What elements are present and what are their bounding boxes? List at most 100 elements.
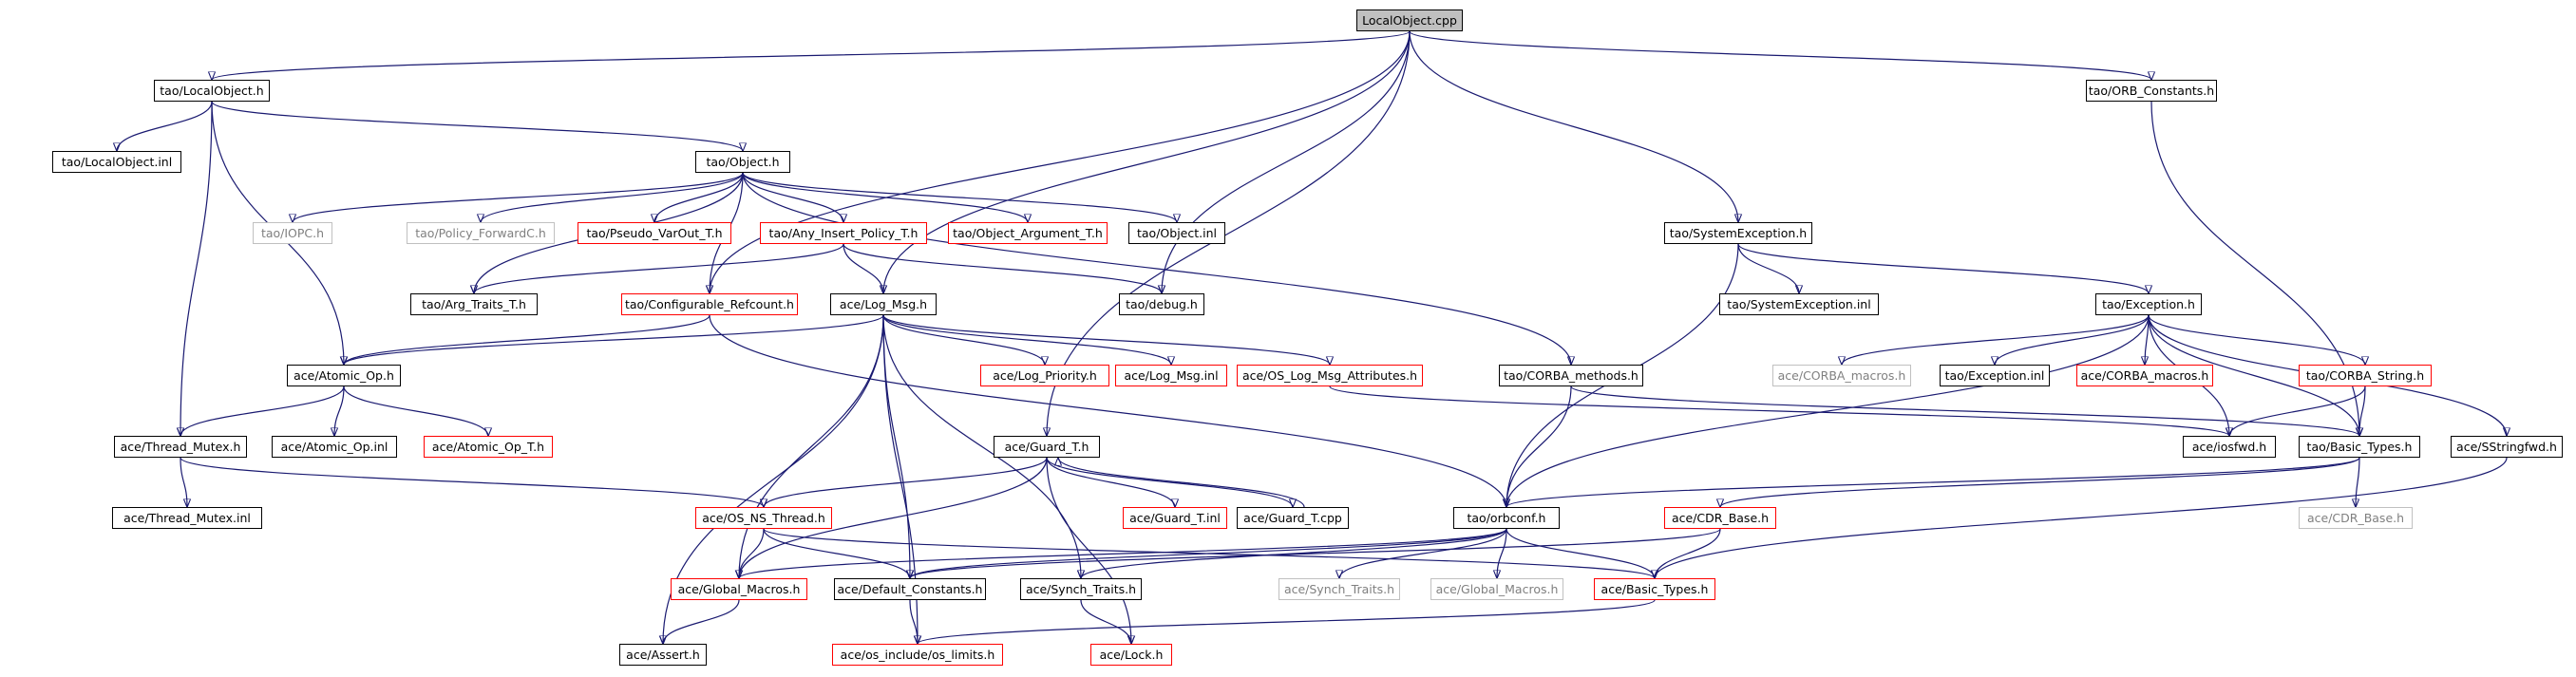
edge-ace-log-msg-h-to-ace-synch-traits-h xyxy=(882,314,1081,578)
node-tao-systemexception-h[interactable]: tao/SystemException.h xyxy=(1664,222,1812,244)
edge-tao-any-insert-policy-t-h-to-ace-log-msg-h xyxy=(843,243,883,293)
node-ace-corba-macros-h-grey[interactable]: ace/CORBA_macros.h xyxy=(1772,365,1911,386)
node-tao-localobject-inl[interactable]: tao/LocalObject.inl xyxy=(52,151,181,173)
edge-tao-orbconf-h-to-ace-global-macros-h-grey xyxy=(1497,528,1507,578)
edge-ace-os-ns-thread-h-to-ace-default-constants-h xyxy=(763,528,910,578)
node-tao-exception-h[interactable]: tao/Exception.h xyxy=(2095,293,2202,315)
node-tao-corba-methods-h[interactable]: tao/CORBA_methods.h xyxy=(1499,365,1643,386)
edge-ace-guard-t-h-to-ace-guard-t-inl xyxy=(1046,457,1175,507)
edge-ace-os-log-msg-attributes-h-to-ace-iosfwd-h xyxy=(1329,386,2229,436)
node-ace-os-log-msg-attributes-h[interactable]: ace/OS_Log_Msg_Attributes.h xyxy=(1237,365,1423,386)
edge-ace-guard-t-h-to-ace-global-macros-h-red xyxy=(739,457,1048,578)
node-ace-corba-macros-h-red[interactable]: ace/CORBA_macros.h xyxy=(2076,365,2213,386)
edge-tao-object-h-to-tao-pseudo-varout-t-h xyxy=(654,172,744,222)
edge-tao-exception-h-to-tao-corba-string-h xyxy=(2148,314,2365,365)
edge-tao-basic-types-h-to-tao-orbconf-h xyxy=(1506,457,2360,507)
node-tao-object-argument-t-h[interactable]: tao/Object_Argument_T.h xyxy=(948,222,1108,244)
edge-tao-orbconf-h-to-ace-synch-traits-h-grey xyxy=(1339,528,1507,578)
edge-ace-log-msg-h-to-ace-atomic-op-h xyxy=(344,314,884,365)
node-tao-basic-types-h[interactable]: tao/Basic_Types.h xyxy=(2299,436,2420,458)
node-ace-synch-traits-h[interactable]: ace/Synch_Traits.h xyxy=(1020,578,1142,600)
edge-ace-guard-t-h-to-ace-guard-t-cpp xyxy=(1046,457,1293,507)
node-ace-cdr-base-h[interactable]: ace/CDR_Base.h xyxy=(1664,507,1776,529)
edge-tao-systemexception-h-to-tao-exception-h xyxy=(1737,243,2149,293)
node-tao-configurable-refcount-h[interactable]: tao/Configurable_Refcount.h xyxy=(621,293,798,315)
edge-tao-orbconf-h-to-ace-basic-types-h xyxy=(1506,528,1655,578)
edge-ace-atomic-op-h-to-ace-atomic-op-t-h xyxy=(343,386,488,436)
node-ace-thread-mutex-h[interactable]: ace/Thread_Mutex.h xyxy=(114,436,247,458)
node-ace-sstringfwd-h[interactable]: ace/SStringfwd.h xyxy=(2451,436,2563,458)
edge-tao-object-h-to-tao-object-argument-t-h xyxy=(742,172,1028,222)
edge-tao-basic-types-h-to-ace-cdr-base-h xyxy=(1720,457,2360,507)
edge-ace-guard-t-h-to-ace-lock-h xyxy=(1046,457,1131,644)
edge-tao-any-insert-policy-t-h-to-tao-debug-h xyxy=(843,243,1162,293)
node-ace-iosfwd-h[interactable]: ace/iosfwd.h xyxy=(2183,436,2276,458)
edge-localobject-cpp-to-tao-orb-constants-h xyxy=(1409,30,2151,80)
edge-tao-orbconf-h-to-ace-global-macros-h-red xyxy=(739,528,1507,578)
edge-ace-atomic-op-h-to-ace-thread-mutex-h xyxy=(180,386,345,436)
node-ace-log-msg-h[interactable]: ace/Log_Msg.h xyxy=(830,293,937,315)
edge-tao-orbconf-h-to-ace-default-constants-h xyxy=(910,528,1507,578)
node-ace-atomic-op-inl[interactable]: ace/Atomic_Op.inl xyxy=(272,436,397,458)
node-ace-basic-types-h[interactable]: ace/Basic_Types.h xyxy=(1594,578,1715,600)
node-tao-object-h[interactable]: tao/Object.h xyxy=(695,151,790,173)
edge-tao-exception-h-to-tao-basic-types-h xyxy=(2148,314,2359,436)
edge-tao-object-h-to-tao-any-insert-policy-t-h xyxy=(742,172,843,222)
edge-tao-localobject-h-to-ace-thread-mutex-h xyxy=(180,101,213,436)
edge-localobject-cpp-to-ace-guard-t-h xyxy=(1047,30,1411,436)
edge-localobject-cpp-to-tao-systemexception-h xyxy=(1409,30,1738,222)
node-tao-arg-traits-t-h[interactable]: tao/Arg_Traits_T.h xyxy=(410,293,538,315)
edge-ace-cdr-base-h-to-ace-default-constants-h xyxy=(910,528,1721,578)
node-tao-policy-forwardc-h[interactable]: tao/Policy_ForwardC.h xyxy=(407,222,555,244)
edge-tao-object-h-to-tao-iopc-h xyxy=(293,172,744,222)
edge-tao-corba-methods-h-to-tao-basic-types-h xyxy=(1570,386,2359,436)
node-tao-any-insert-policy-t-h[interactable]: tao/Any_Insert_Policy_T.h xyxy=(760,222,927,244)
node-tao-exception-inl[interactable]: tao/Exception.inl xyxy=(1940,365,2050,386)
edge-ace-basic-types-h-to-ace-os-include-os-limits-h xyxy=(918,599,1656,644)
node-ace-guard-t-cpp[interactable]: ace/Guard_T.cpp xyxy=(1237,507,1349,529)
edge-tao-any-insert-policy-t-h-to-tao-arg-traits-t-h xyxy=(474,243,844,293)
node-tao-systemexception-inl[interactable]: tao/SystemException.inl xyxy=(1719,293,1879,315)
node-ace-os-ns-thread-h[interactable]: ace/OS_NS_Thread.h xyxy=(695,507,832,529)
node-ace-log-msg-inl[interactable]: ace/Log_Msg.inl xyxy=(1115,365,1227,386)
edge-tao-basic-types-h-to-ace-cdr-base-h-grey xyxy=(2356,457,2360,507)
node-ace-thread-mutex-inl[interactable]: ace/Thread_Mutex.inl xyxy=(112,507,262,529)
node-ace-guard-t-h[interactable]: ace/Guard_T.h xyxy=(994,436,1100,458)
edge-ace-log-msg-h-to-ace-default-constants-h xyxy=(882,314,910,578)
node-ace-os-include-os-limits-h[interactable]: ace/os_include/os_limits.h xyxy=(832,644,1003,666)
node-ace-cdr-base-h-grey[interactable]: ace/CDR_Base.h xyxy=(2299,507,2413,529)
edge-ace-log-msg-h-to-ace-global-macros-h-red xyxy=(739,314,884,578)
node-tao-iopc-h[interactable]: tao/IOPC.h xyxy=(253,222,332,244)
edge-ace-guard-t-cpp-to-ace-guard-t-h xyxy=(1058,458,1305,508)
node-ace-global-macros-h-red[interactable]: ace/Global_Macros.h xyxy=(671,578,807,600)
edge-ace-thread-mutex-h-to-ace-os-ns-thread-h xyxy=(180,457,764,507)
node-ace-guard-t-inl[interactable]: ace/Guard_T.inl xyxy=(1123,507,1227,529)
node-ace-atomic-op-h[interactable]: ace/Atomic_Op.h xyxy=(287,365,401,386)
node-tao-pseudo-varout-t-h[interactable]: tao/Pseudo_VarOut_T.h xyxy=(578,222,731,244)
node-tao-object-inl[interactable]: tao/Object.inl xyxy=(1128,222,1225,244)
edge-tao-exception-h-to-tao-exception-inl xyxy=(1995,314,2150,365)
node-ace-lock-h[interactable]: ace/Lock.h xyxy=(1090,644,1172,666)
node-tao-debug-h[interactable]: tao/debug.h xyxy=(1119,293,1204,315)
node-ace-log-priority-h[interactable]: ace/Log_Priority.h xyxy=(980,365,1109,386)
node-tao-localobject-h[interactable]: tao/LocalObject.h xyxy=(154,80,270,102)
node-ace-synch-traits-h-grey[interactable]: ace/Synch_Traits.h xyxy=(1279,578,1400,600)
node-tao-orb-constants-h[interactable]: tao/ORB_Constants.h xyxy=(2086,80,2217,102)
node-tao-corba-string-h[interactable]: tao/CORBA_String.h xyxy=(2299,365,2432,386)
edge-ace-log-msg-h-to-ace-log-msg-inl xyxy=(882,314,1171,365)
edge-tao-exception-h-to-ace-corba-macros-h-grey xyxy=(1842,314,2150,365)
node-ace-assert-h[interactable]: ace/Assert.h xyxy=(619,644,707,666)
node-tao-orbconf-h[interactable]: tao/orbconf.h xyxy=(1453,507,1560,529)
node-localobject-cpp: LocalObject.cpp xyxy=(1356,9,1463,31)
node-ace-default-constants-h[interactable]: ace/Default_Constants.h xyxy=(834,578,986,600)
edge-localobject-cpp-to-tao-configurable-refcount-h xyxy=(710,30,1411,293)
edge-ace-atomic-op-h-to-ace-atomic-op-inl xyxy=(334,386,345,436)
edge-tao-localobject-h-to-tao-object-h xyxy=(211,101,743,151)
edge-tao-corba-methods-h-to-tao-orbconf-h xyxy=(1506,386,1572,507)
node-ace-atomic-op-t-h[interactable]: ace/Atomic_Op_T.h xyxy=(424,436,553,458)
edge-ace-global-macros-h-red-to-ace-assert-h xyxy=(663,599,740,644)
edge-localobject-cpp-to-tao-localobject-h xyxy=(212,30,1411,80)
node-ace-global-macros-h-grey[interactable]: ace/Global_Macros.h xyxy=(1430,578,1563,600)
edge-tao-configurable-refcount-h-to-tao-orbconf-h xyxy=(709,314,1506,507)
